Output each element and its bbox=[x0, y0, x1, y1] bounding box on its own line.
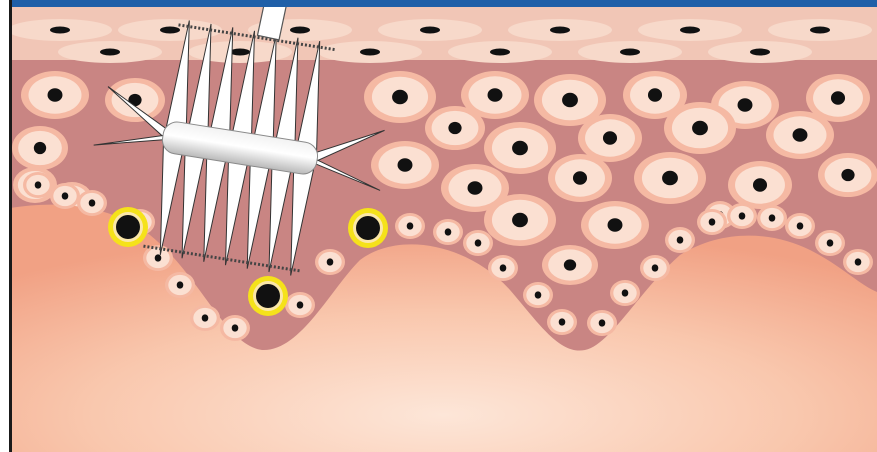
frame-top-bar bbox=[0, 0, 877, 7]
epidermal-cell bbox=[484, 194, 556, 246]
epidermal-cell bbox=[425, 106, 485, 150]
basal-cell bbox=[587, 310, 617, 336]
highlighted-cell bbox=[248, 276, 288, 316]
basal-cell bbox=[815, 230, 845, 256]
corneum-cell bbox=[708, 41, 812, 63]
epidermal-cell bbox=[21, 71, 89, 119]
corneum-cell bbox=[58, 41, 162, 63]
epidermal-cell bbox=[364, 71, 436, 123]
epidermal-cell bbox=[766, 111, 834, 159]
basal-cell bbox=[697, 209, 727, 235]
basal-cell bbox=[190, 305, 220, 331]
highlighted-cell bbox=[108, 207, 148, 247]
basal-cell bbox=[523, 282, 553, 308]
basal-cell bbox=[50, 183, 80, 209]
basal-cell bbox=[843, 249, 873, 275]
epidermal-cell bbox=[548, 154, 612, 202]
basal-cell bbox=[785, 213, 815, 239]
epidermal-cell bbox=[12, 126, 68, 170]
basal-cell bbox=[665, 227, 695, 253]
basal-cell bbox=[488, 255, 518, 281]
corneum-cell bbox=[448, 41, 552, 63]
epidermal-cell bbox=[484, 122, 556, 174]
basal-cell bbox=[640, 255, 670, 281]
basal-cell bbox=[315, 249, 345, 275]
basal-cell bbox=[610, 280, 640, 306]
corneum-cell bbox=[508, 19, 612, 41]
corneum-cell bbox=[318, 41, 422, 63]
basal-cell bbox=[285, 292, 315, 318]
basal-cell bbox=[165, 272, 195, 298]
basal-cell bbox=[23, 172, 53, 198]
epidermal-cell bbox=[371, 141, 439, 189]
epidermal-cell bbox=[728, 161, 792, 209]
corneum-cell bbox=[768, 19, 872, 41]
basal-cell bbox=[77, 190, 107, 216]
basal-cell bbox=[463, 230, 493, 256]
epidermal-cell bbox=[542, 245, 598, 285]
basal-cell bbox=[433, 219, 463, 245]
frame-left-border bbox=[9, 0, 12, 452]
corneum-cell bbox=[378, 19, 482, 41]
highlighted-cell bbox=[348, 208, 388, 248]
basal-cell bbox=[547, 309, 577, 335]
basal-cell bbox=[220, 315, 250, 341]
basal-cell bbox=[727, 203, 757, 229]
corneum-cell bbox=[8, 19, 112, 41]
corneum-cell bbox=[578, 41, 682, 63]
epidermal-cell bbox=[818, 153, 877, 197]
epidermal-cell bbox=[581, 201, 649, 249]
basal-cell bbox=[395, 213, 425, 239]
basal-cell bbox=[757, 205, 787, 231]
corneum-cell bbox=[638, 19, 742, 41]
epidermal-cell bbox=[634, 152, 706, 204]
epidermal-cell bbox=[664, 102, 736, 154]
epidermal-cell bbox=[105, 78, 165, 122]
